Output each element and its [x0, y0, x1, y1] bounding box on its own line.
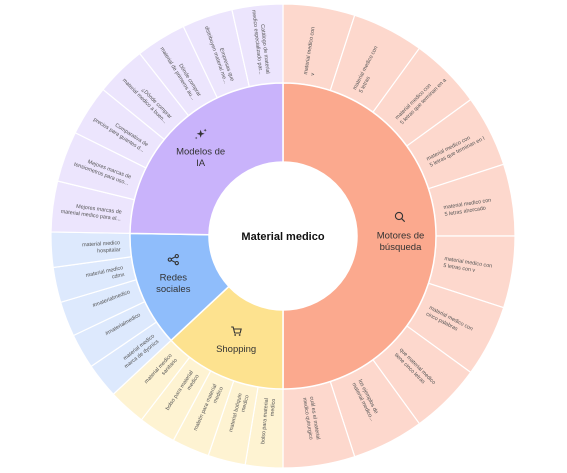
leaf-label-line: v [310, 72, 316, 76]
inner-ring [129, 82, 437, 390]
leaf-label: material medicohospitalar [82, 240, 121, 255]
leaf-label-line: Catálogo de material [259, 24, 270, 74]
category-label-line: IA [196, 158, 206, 169]
leaf-label-line: hospitalar [97, 247, 121, 254]
cart-icon [231, 326, 242, 336]
category-label-line: Redes [160, 272, 188, 283]
category-label-line: Modelos de [176, 146, 225, 157]
center-hole [209, 162, 357, 310]
category-label-line: búsqueda [380, 242, 422, 253]
leaf-label-line: medico [270, 399, 277, 417]
leaf-label-line: Mejores marcas de [76, 204, 122, 216]
category-label-line: Motores de [377, 230, 425, 241]
share-icon [167, 253, 179, 266]
search-icon [394, 211, 406, 223]
leaf-label-line: bolso para material [260, 398, 270, 444]
category-label-line: sociales [156, 284, 191, 295]
leaf-label-line: cdmx [111, 272, 125, 281]
sparkle-icon [194, 128, 207, 140]
center-title: Material medico [241, 231, 324, 243]
leaf-label-line: medico [241, 394, 251, 412]
leaf-label-line: 5 letras con v [443, 263, 476, 274]
category-label-shopping: Shopping [216, 344, 256, 355]
leaf-label: bolso para materialmedico [260, 398, 277, 445]
leaf-label-line: material medico [82, 240, 120, 248]
category-icons [167, 128, 406, 336]
category-label-line: Shopping [216, 344, 256, 355]
